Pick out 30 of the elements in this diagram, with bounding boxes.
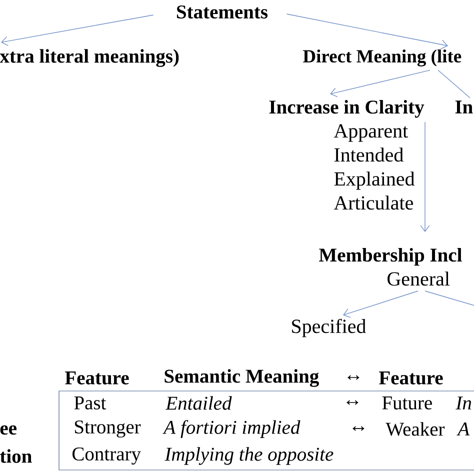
- table-cell: A: [456, 422, 470, 436]
- arrow: [420, 122, 430, 232]
- arrow: [286, 14, 448, 50]
- arrow: [343, 290, 418, 318]
- arrow-symbol: ↔: [348, 375, 360, 380]
- category-heading: Increase in Clarity Apparent Intended Explained Articulate: [269, 100, 424, 210]
- table-cell: Entailed: [165, 396, 232, 410]
- column-header: Feature: [379, 372, 443, 384]
- table-cell: Weaker: [386, 422, 445, 436]
- row-label: ee: [0, 425, 17, 435]
- table-cell: Future: [382, 396, 432, 410]
- column-header: Feature: [65, 372, 129, 384]
- arrow-symbol: ↔: [346, 400, 358, 405]
- leaf-text: Specified: [292, 318, 366, 338]
- heading-text: Statements: [177, 5, 268, 19]
- category-heading: In: [455, 100, 473, 114]
- column-header: Semantic Meaning: [164, 369, 319, 387]
- table-cell: A fortiori implied: [162, 420, 300, 438]
- table-cell: Stronger: [75, 420, 141, 438]
- arrow-symbol: ↔: [352, 426, 364, 431]
- table-cell: Implying the opposite: [164, 447, 334, 465]
- row-label: tion: [0, 449, 32, 463]
- branch-heading: xtra literal meanings): [0, 49, 179, 67]
- table-cell: Contrary: [72, 447, 141, 465]
- table-cell: Past: [74, 396, 106, 410]
- category-heading: Membership Incl General: [319, 248, 462, 286]
- branch-heading: Direct Meaning (lite: [303, 50, 462, 66]
- arrow: [1, 14, 154, 46]
- table-cell: In: [456, 396, 472, 410]
- arrow: [330, 70, 430, 98]
